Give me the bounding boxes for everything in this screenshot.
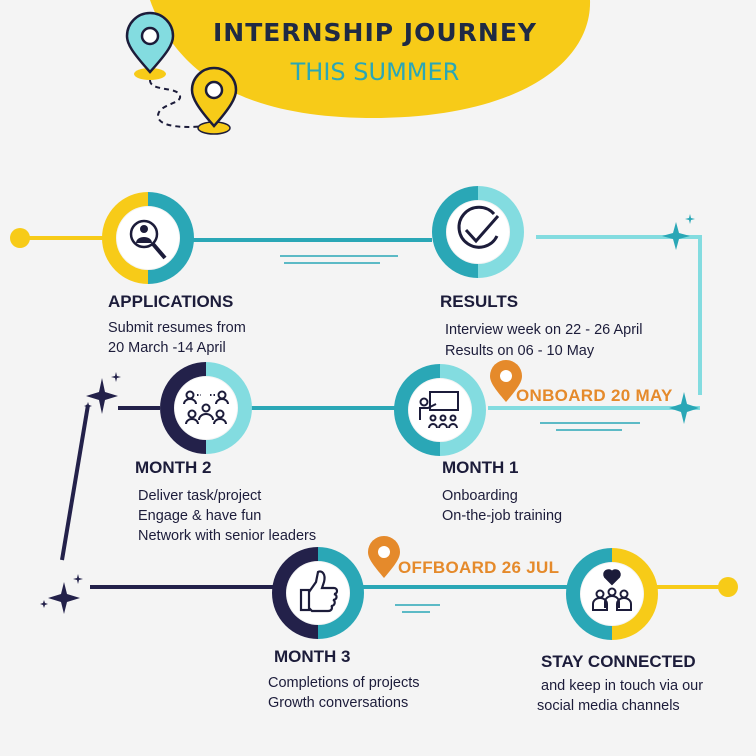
milestone-applications-line-2: 20 March -14 April xyxy=(108,340,226,356)
milestone-month2-line-1: Deliver task/project xyxy=(138,488,262,504)
map-pin-teal-icon xyxy=(125,11,175,80)
milestone-stay-connected-title: STAY CONNECTED xyxy=(541,652,696,671)
milestone-month3-ring xyxy=(272,547,364,639)
page-title: INTERNSHIP JOURNEY xyxy=(213,18,537,47)
presentation-icon xyxy=(419,391,459,429)
onboard-pin-icon xyxy=(490,360,522,402)
map-pin-yellow-icon xyxy=(190,66,238,135)
checkmark-icon xyxy=(457,205,500,249)
milestone-stay-connected-line-2: social media channels xyxy=(537,698,680,714)
milestone-results-ring xyxy=(432,186,524,278)
header-blob xyxy=(150,0,591,119)
milestone-results-line-1: Interview week on 22 - 26 April xyxy=(445,322,643,338)
milestone-month1-line-1: Onboarding xyxy=(442,488,518,504)
milestone-stay-connected-line-1: and keep in touch via our xyxy=(541,678,704,694)
milestone-month1-line-2: On-the-job training xyxy=(442,508,563,524)
end-dot xyxy=(718,577,738,597)
magnifier-person-icon xyxy=(129,219,167,260)
milestone-month3-line-1: Completions of projects xyxy=(268,675,420,691)
heart-group-icon xyxy=(592,569,632,611)
team-network-icon xyxy=(183,390,229,425)
offboard-label: OFFBOARD 26 JUL xyxy=(398,558,560,577)
sparkle-icon xyxy=(40,214,699,614)
dashed-route xyxy=(149,79,205,128)
milestone-month2-title: MONTH 2 xyxy=(135,458,212,477)
milestone-stay-connected-ring xyxy=(566,548,658,640)
thumbs-up-icon xyxy=(299,570,339,613)
offboard-pin-icon xyxy=(368,536,400,578)
milestone-applications-line-1: Submit resumes from xyxy=(108,320,246,336)
milestone-applications-title: APPLICATIONS xyxy=(108,292,234,311)
milestone-month2-ring xyxy=(160,362,252,454)
onboard-label: ONBOARD 20 MAY xyxy=(516,386,673,405)
milestone-results-line-2: Results on 06 - 10 May xyxy=(445,343,595,359)
milestone-month2-line-3: Network with senior leaders xyxy=(138,528,317,544)
timeline-path xyxy=(10,228,738,613)
milestone-month3-line-2: Growth conversations xyxy=(268,695,409,711)
page-subtitle: THIS SUMMER xyxy=(290,58,460,86)
milestone-results-title: RESULTS xyxy=(440,292,519,311)
milestone-month2-line-2: Engage & have fun xyxy=(138,508,262,524)
milestone-month1-title: MONTH 1 xyxy=(442,458,519,477)
milestone-month3-title: MONTH 3 xyxy=(274,647,351,666)
